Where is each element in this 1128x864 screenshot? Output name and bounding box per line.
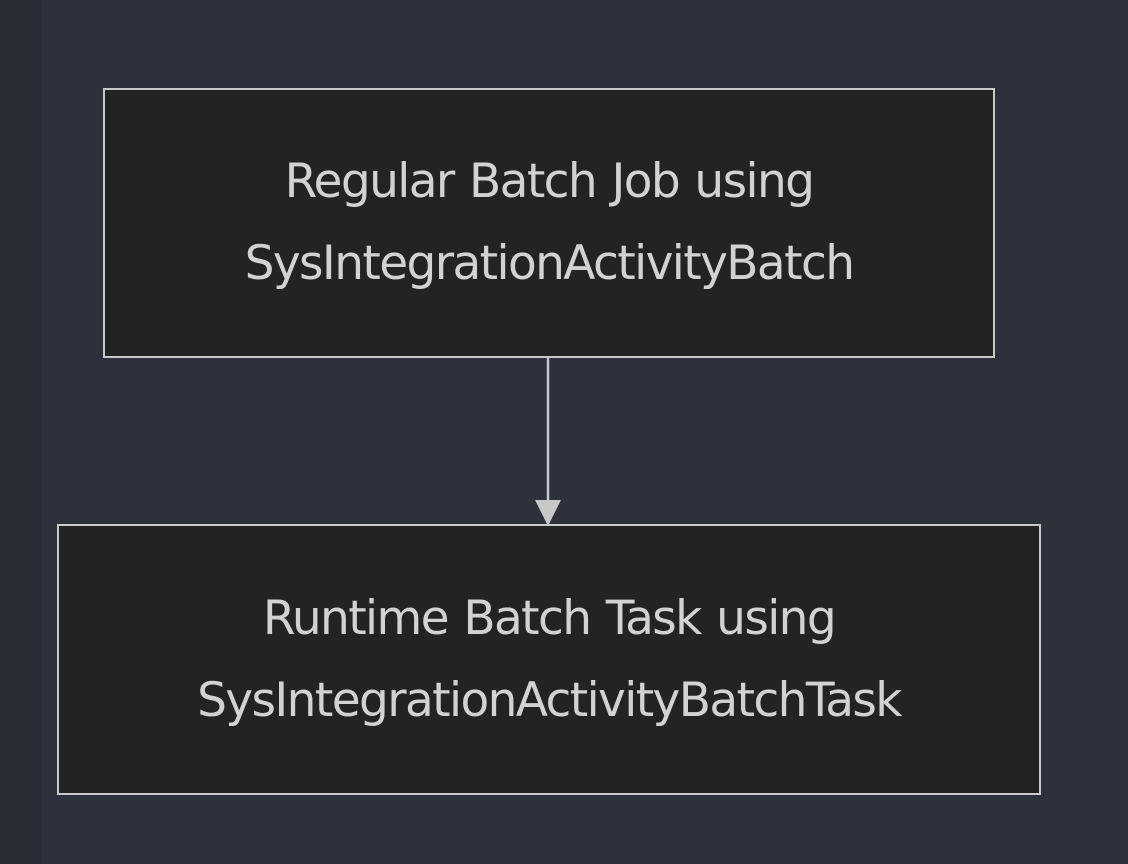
node-label: Regular Batch Job using SysIntegrationAc… [244,141,855,305]
node-runtime-batch-task[interactable]: Runtime Batch Task using SysIntegrationA… [57,524,1041,795]
canvas-margin [0,0,42,864]
node-label: Runtime Batch Task using SysIntegrationA… [197,578,902,742]
node-label-line: SysIntegrationActivityBatchTask [197,672,902,728]
node-regular-batch-job[interactable]: Regular Batch Job using SysIntegrationAc… [103,88,995,358]
node-label-line: Regular Batch Job using [284,154,815,209]
node-label-line: SysIntegrationActivityBatch [244,236,855,291]
arrowhead-icon [535,500,561,526]
node-label-line: Runtime Batch Task using [262,590,837,646]
